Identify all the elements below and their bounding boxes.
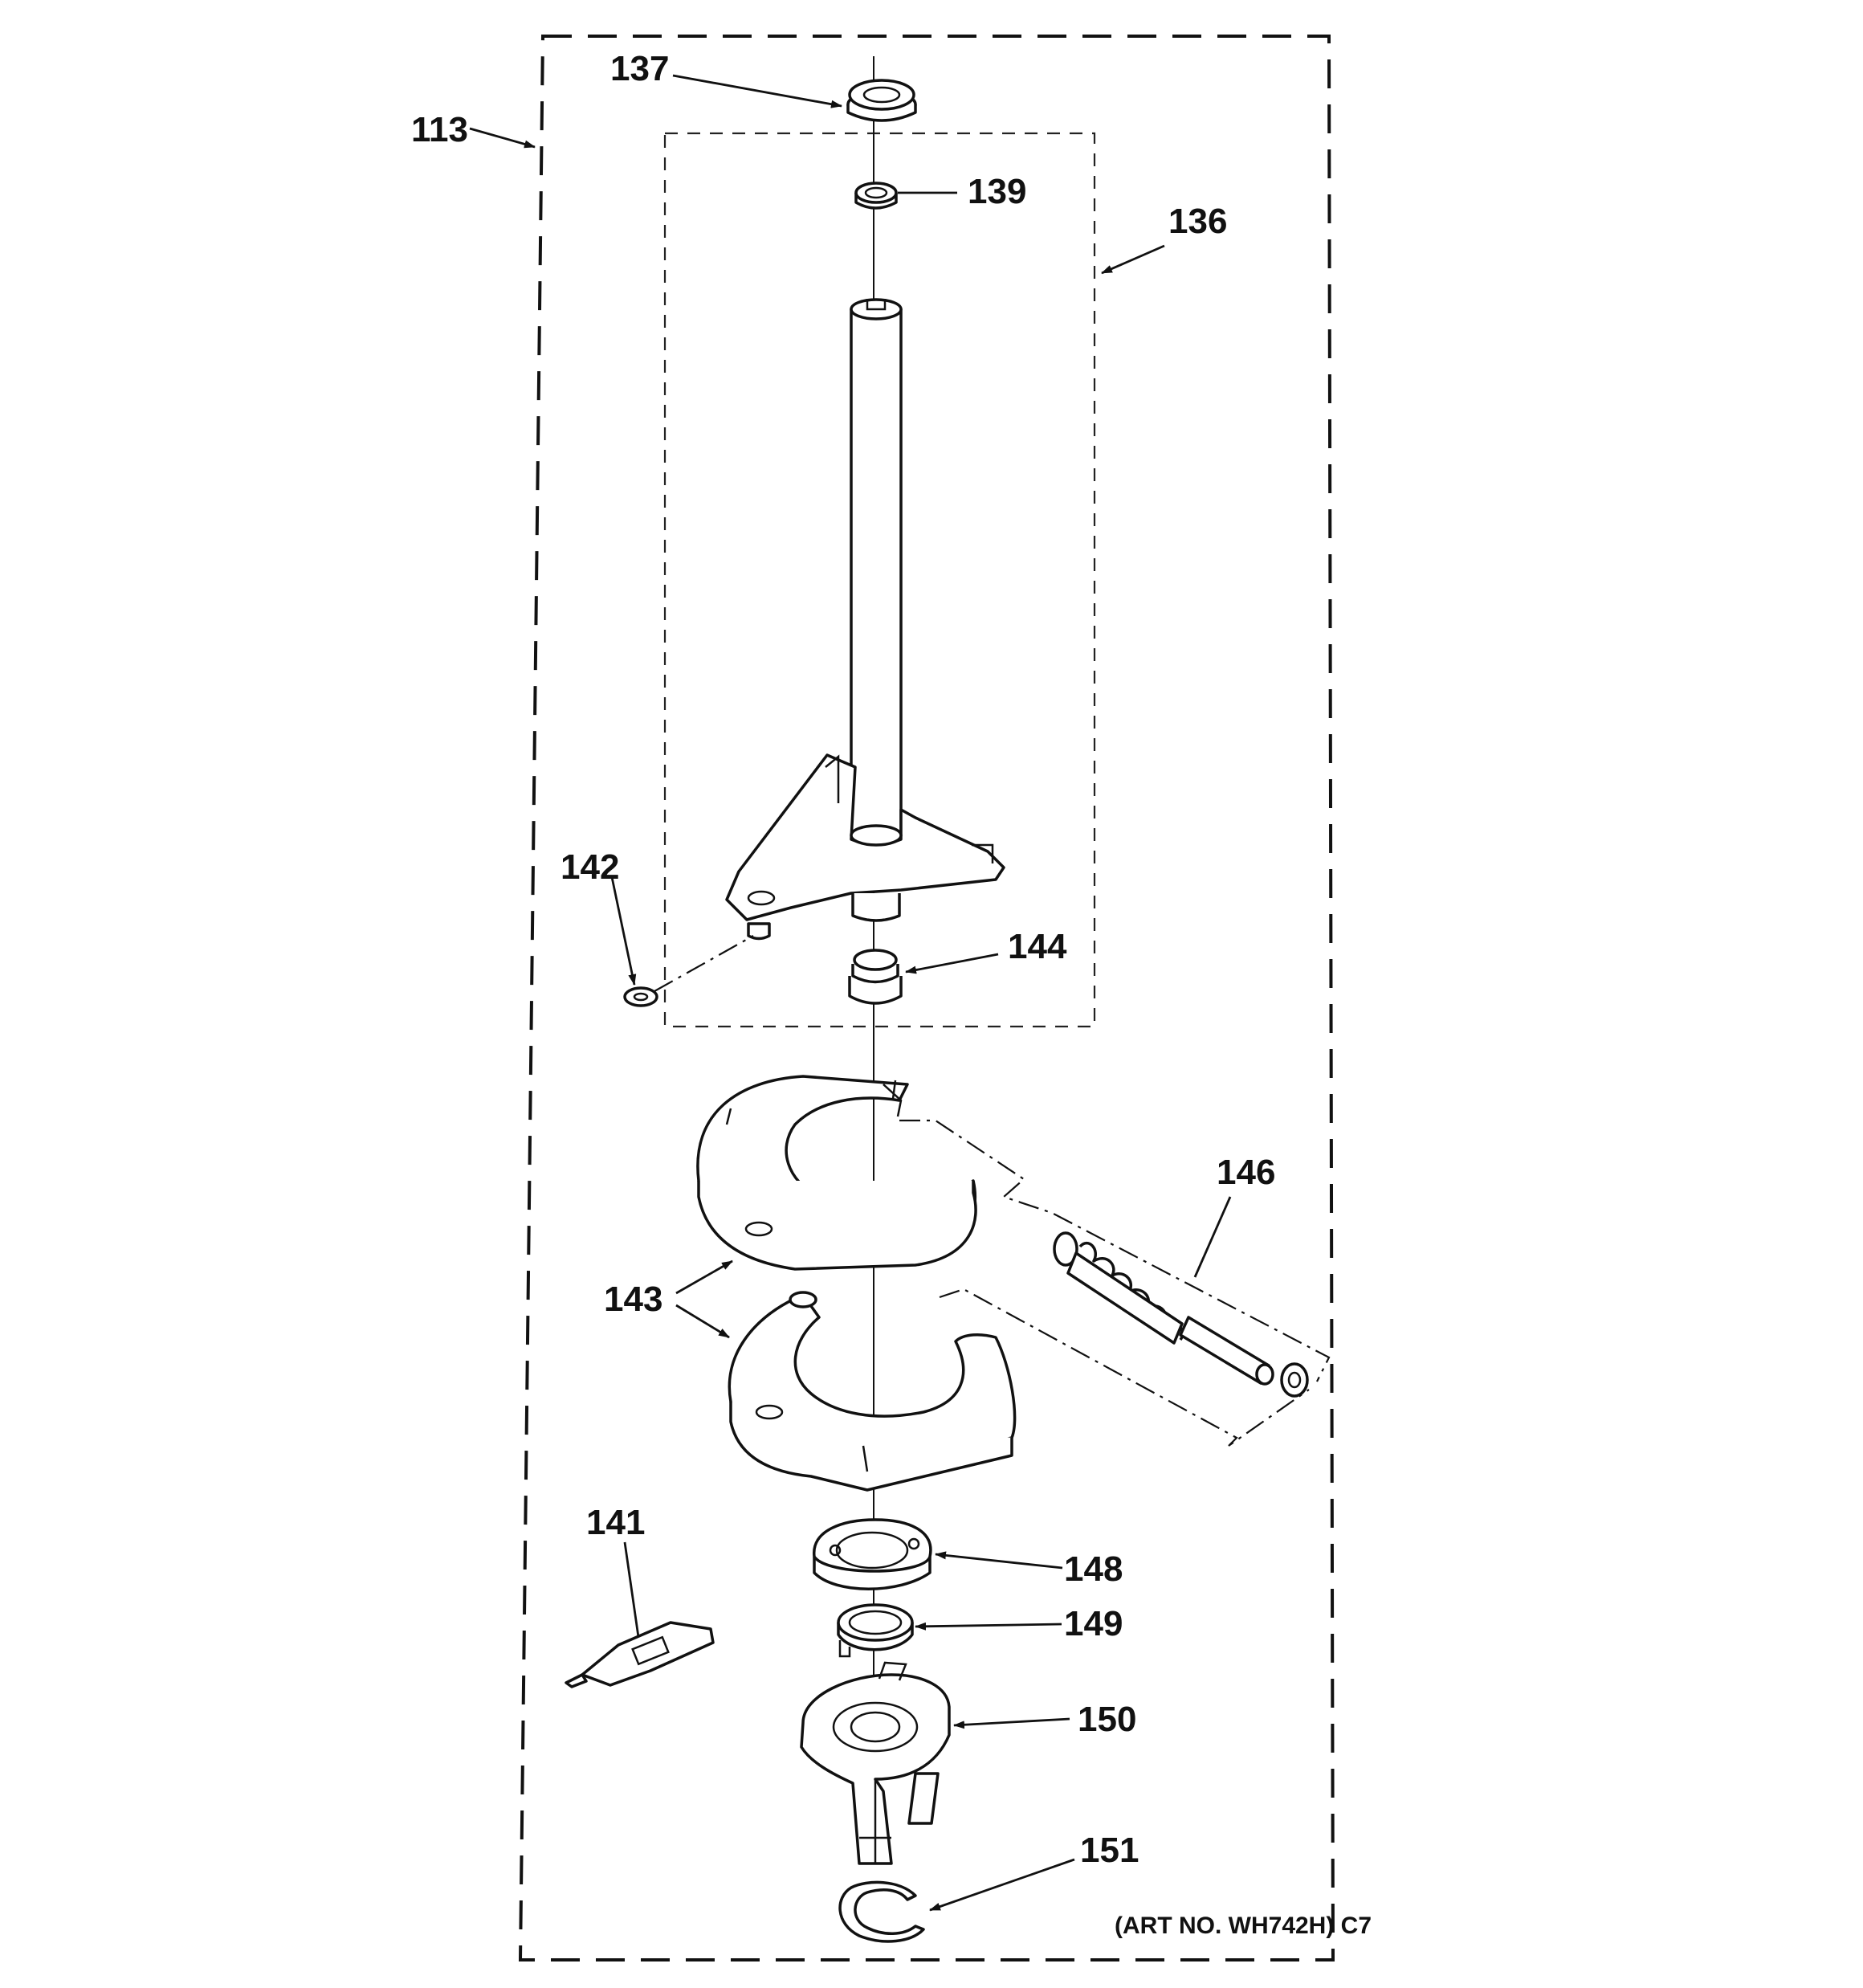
part-136-shaft-assembly <box>725 298 1005 941</box>
leader-143-lower <box>675 1304 730 1339</box>
part-144-bushing <box>848 949 903 1005</box>
leader-144 <box>905 953 999 974</box>
label-148: 148 <box>1064 1549 1123 1589</box>
label-150: 150 <box>1078 1700 1136 1739</box>
leader-151 <box>929 1858 1075 1912</box>
leader-137 <box>672 74 842 108</box>
part-141-grease-tube <box>565 1621 715 1688</box>
leader-142 <box>610 876 637 986</box>
label-113: 113 <box>411 110 468 149</box>
label-141: 141 <box>586 1503 645 1542</box>
label-146: 146 <box>1217 1153 1275 1192</box>
part-148-flange <box>813 1518 932 1590</box>
label-136: 136 <box>1168 202 1227 241</box>
label-143: 143 <box>604 1280 662 1319</box>
label-137: 137 <box>610 49 669 88</box>
label-151: 151 <box>1080 1831 1139 1870</box>
leader-141 <box>623 1541 640 1638</box>
part-150-cam <box>800 1661 951 1865</box>
part-143-brake-shoe-lower <box>728 1291 1017 1492</box>
part-143-brake-shoe-upper <box>696 1075 977 1271</box>
leader-143-upper <box>675 1259 733 1295</box>
part-149-ring <box>837 1603 914 1658</box>
part-142-clip <box>623 935 754 1007</box>
leader-146 <box>1193 1196 1232 1278</box>
leader-150 <box>953 1717 1070 1729</box>
label-149: 149 <box>1064 1604 1123 1643</box>
assembly-113-boundary <box>518 35 1335 1961</box>
label-142: 142 <box>561 847 619 887</box>
leader-113 <box>469 127 536 149</box>
assembly-136-boundary <box>663 132 1096 1028</box>
art-number: (ART NO. WH742H) C7 <box>1115 1912 1372 1939</box>
part-139-bearing <box>854 182 898 210</box>
part-146-spring-pin <box>899 1119 1331 1447</box>
label-139: 139 <box>968 172 1026 211</box>
leader-148 <box>935 1551 1063 1570</box>
part-137-seal <box>846 79 917 122</box>
part-151-retaining-ring <box>838 1880 925 1943</box>
leader-149 <box>915 1622 1062 1631</box>
leader-136 <box>1101 244 1165 275</box>
label-144: 144 <box>1008 927 1067 966</box>
